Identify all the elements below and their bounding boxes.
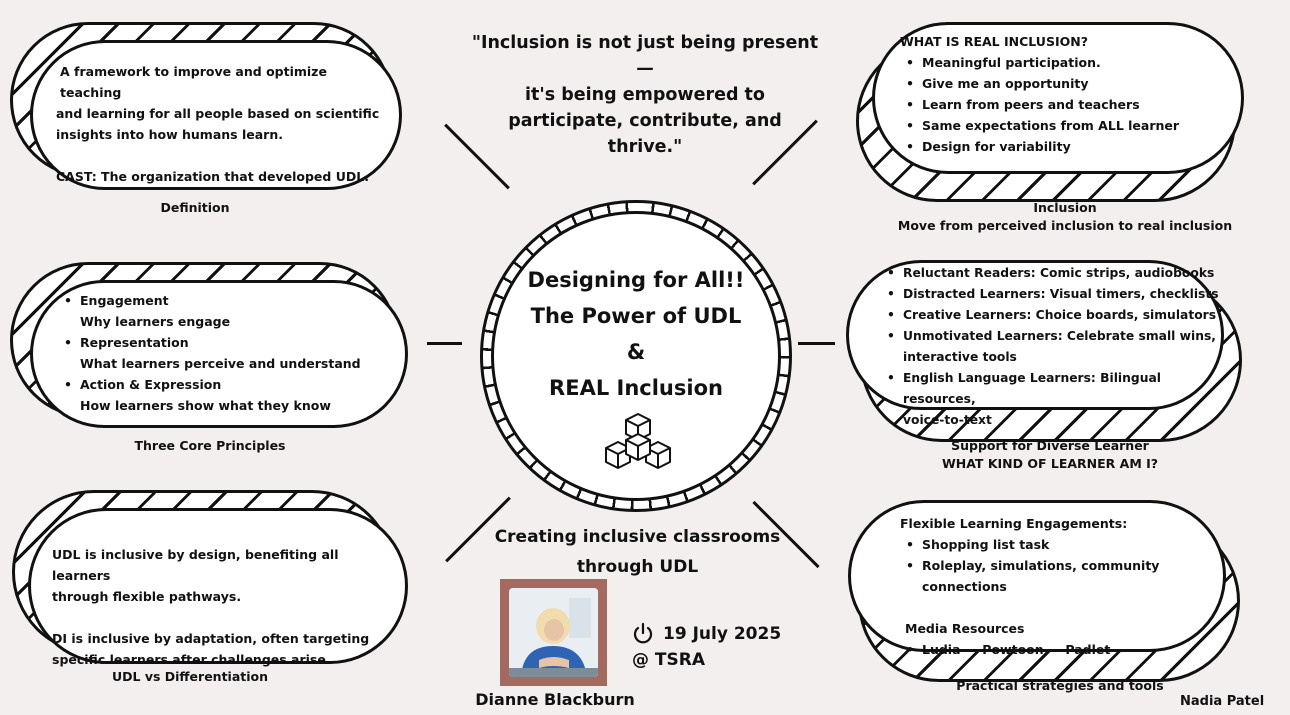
event-venue: @ TSRA xyxy=(632,650,706,670)
connector-diverse xyxy=(798,342,835,345)
event-date: 19 July 2025 xyxy=(663,624,782,644)
inclusion-item: Design for variability xyxy=(900,136,1230,157)
connector-principles xyxy=(427,342,462,345)
quote: "Inclusion is not just being present— it… xyxy=(471,33,819,157)
inclusion-item: Meaningful participation. xyxy=(900,52,1230,73)
udl-vs-di-text: UDL is inclusive by design, benefiting a… xyxy=(52,547,370,667)
strategies-caption: Practical strategies and tools xyxy=(956,678,1164,693)
inclusion-heading: WHAT IS REAL INCLUSION? xyxy=(900,34,1088,49)
strategies-text: Flexible Learning Engagements: Shopping … xyxy=(900,513,1230,660)
inclusion-text: WHAT IS REAL INCLUSION? Meaningful parti… xyxy=(900,31,1230,157)
definition-caption: Definition xyxy=(160,200,230,215)
center-title: Designing for All!! The Power of UDL & R… xyxy=(527,268,745,400)
author-photo xyxy=(509,588,598,677)
inclusion-caption: Inclusion Move from perceived inclusion … xyxy=(897,200,1233,233)
inclusion-item: Same expectations from ALL learner xyxy=(900,115,1230,136)
inclusion-item: Learn from peers and teachers xyxy=(900,94,1230,115)
udl-vs-di-caption: UDL vs Differentiation xyxy=(111,669,269,684)
principles-caption: Three Core Principles xyxy=(134,438,286,453)
inclusion-item: Give me an opportunity xyxy=(900,73,1230,94)
definition-text: A framework to improve and optimize teac… xyxy=(56,64,380,184)
bottom-title: Creating inclusive classrooms through UD… xyxy=(494,527,781,577)
stacked-cubes-icon xyxy=(605,413,671,469)
signature: Nadia Patel xyxy=(1180,694,1265,709)
diverse-text: Reluctant Readers: Comic strips, audiobo… xyxy=(881,263,1231,431)
diverse-caption: Support for Diverse Learner WHAT KIND OF… xyxy=(941,438,1159,471)
power-icon xyxy=(633,622,653,644)
principles-text: Engagement Why learners engage Represent… xyxy=(58,290,378,416)
author-name: Dianne Blackburn xyxy=(475,690,635,709)
